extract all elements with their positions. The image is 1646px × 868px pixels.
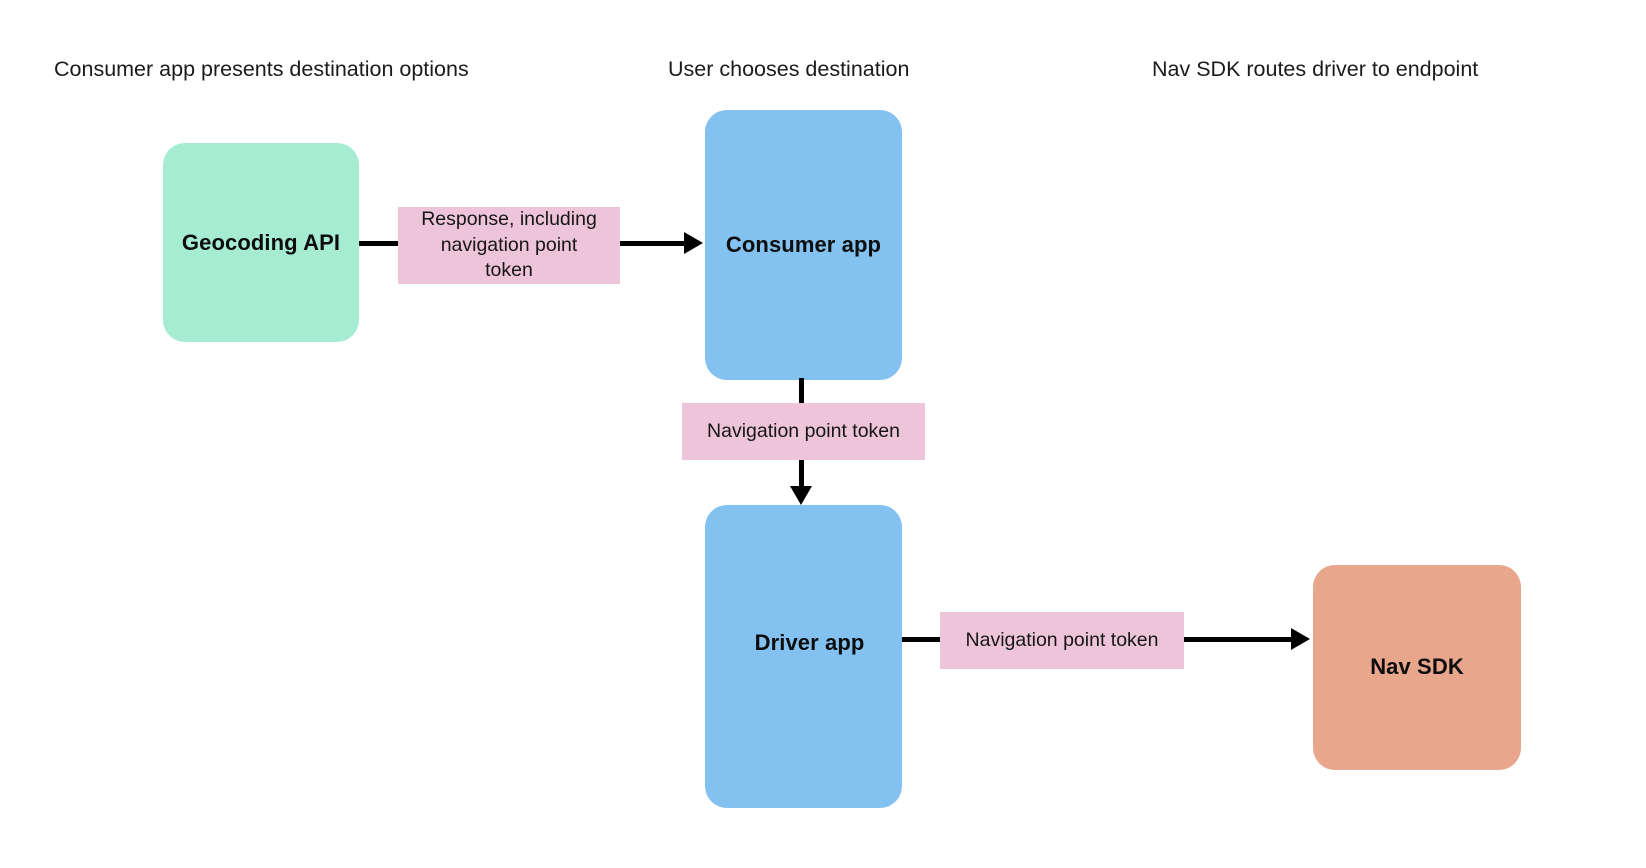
- node-consumer-app[interactable]: Consumer app: [705, 110, 902, 380]
- edge-label-navigation-point-token-driver-navsdk: Navigation point token: [940, 612, 1184, 669]
- connector-label-to-consumer: [616, 241, 686, 246]
- connector-consumer-to-label: [799, 378, 804, 408]
- connector-label-to-navsdk: [1180, 637, 1293, 642]
- arrowhead-into-consumer-app: [684, 232, 703, 254]
- node-geocoding-api-label: Geocoding API: [181, 229, 341, 255]
- edge-label-navigation-point-token-text-2: Navigation point token: [965, 628, 1159, 651]
- node-driver-app-label: Driver app: [754, 629, 865, 655]
- column-header-user-chooses: User chooses destination: [668, 57, 910, 81]
- column-header-nav-routes: Nav SDK routes driver to endpoint: [1152, 57, 1479, 81]
- node-driver-app[interactable]: Driver app: [705, 505, 902, 808]
- edge-label-response-text: Response, including navigation point tok…: [421, 208, 597, 282]
- connector-label-to-driver: [799, 456, 804, 488]
- node-nav-sdk-label: Nav SDK: [1370, 653, 1464, 679]
- connector-driver-to-label: [902, 637, 946, 642]
- node-consumer-app-label: Consumer app: [725, 232, 882, 257]
- column-header-consumer-options: Consumer app presents destination option…: [54, 57, 469, 81]
- node-nav-sdk[interactable]: Nav SDK: [1313, 565, 1521, 770]
- edge-label-navigation-point-token-text-1: Navigation point token: [707, 419, 900, 442]
- arrowhead-into-driver-app: [790, 486, 812, 505]
- arrowhead-into-nav-sdk: [1291, 628, 1310, 650]
- edge-label-navigation-point-token-consumer-driver: Navigation point token: [682, 403, 925, 460]
- node-geocoding-api[interactable]: Geocoding API: [163, 143, 359, 342]
- connector-geocoding-to-label: [359, 241, 403, 246]
- edge-label-response-navigation-point-token: Response, including navigation point tok…: [398, 207, 620, 284]
